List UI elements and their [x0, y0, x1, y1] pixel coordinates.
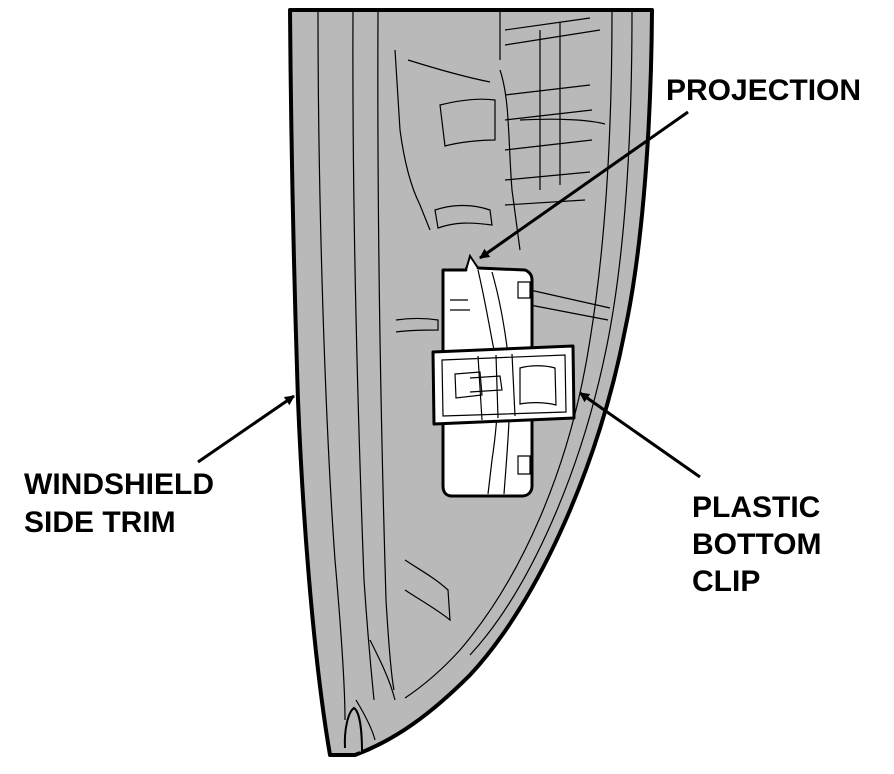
- plastic-clip-arrow: [579, 391, 701, 479]
- trim-contour-lines: [317, 11, 633, 741]
- clip-band-details: [441, 353, 567, 421]
- plastic-bottom-clip: [431, 253, 576, 498]
- plastic-bottom-clip-label-line1: PLASTIC: [692, 491, 820, 524]
- clip-projection: [465, 253, 479, 271]
- windshield-side-trim-label-line2: SIDE TRIM: [24, 506, 176, 539]
- windshield-side-trim-label-line1: WINDSHIELD: [24, 468, 214, 501]
- plastic-bottom-clip-label-line2: BOTTOM: [692, 528, 821, 561]
- plastic-bottom-clip-label-line3: CLIP: [692, 565, 760, 598]
- projection-label: PROJECTION: [666, 74, 861, 107]
- windshield-trim-arrow: [197, 394, 295, 464]
- trim-bottom-tab: [343, 706, 363, 753]
- projection-arrow: [479, 110, 689, 260]
- callout-arrows: [197, 110, 701, 479]
